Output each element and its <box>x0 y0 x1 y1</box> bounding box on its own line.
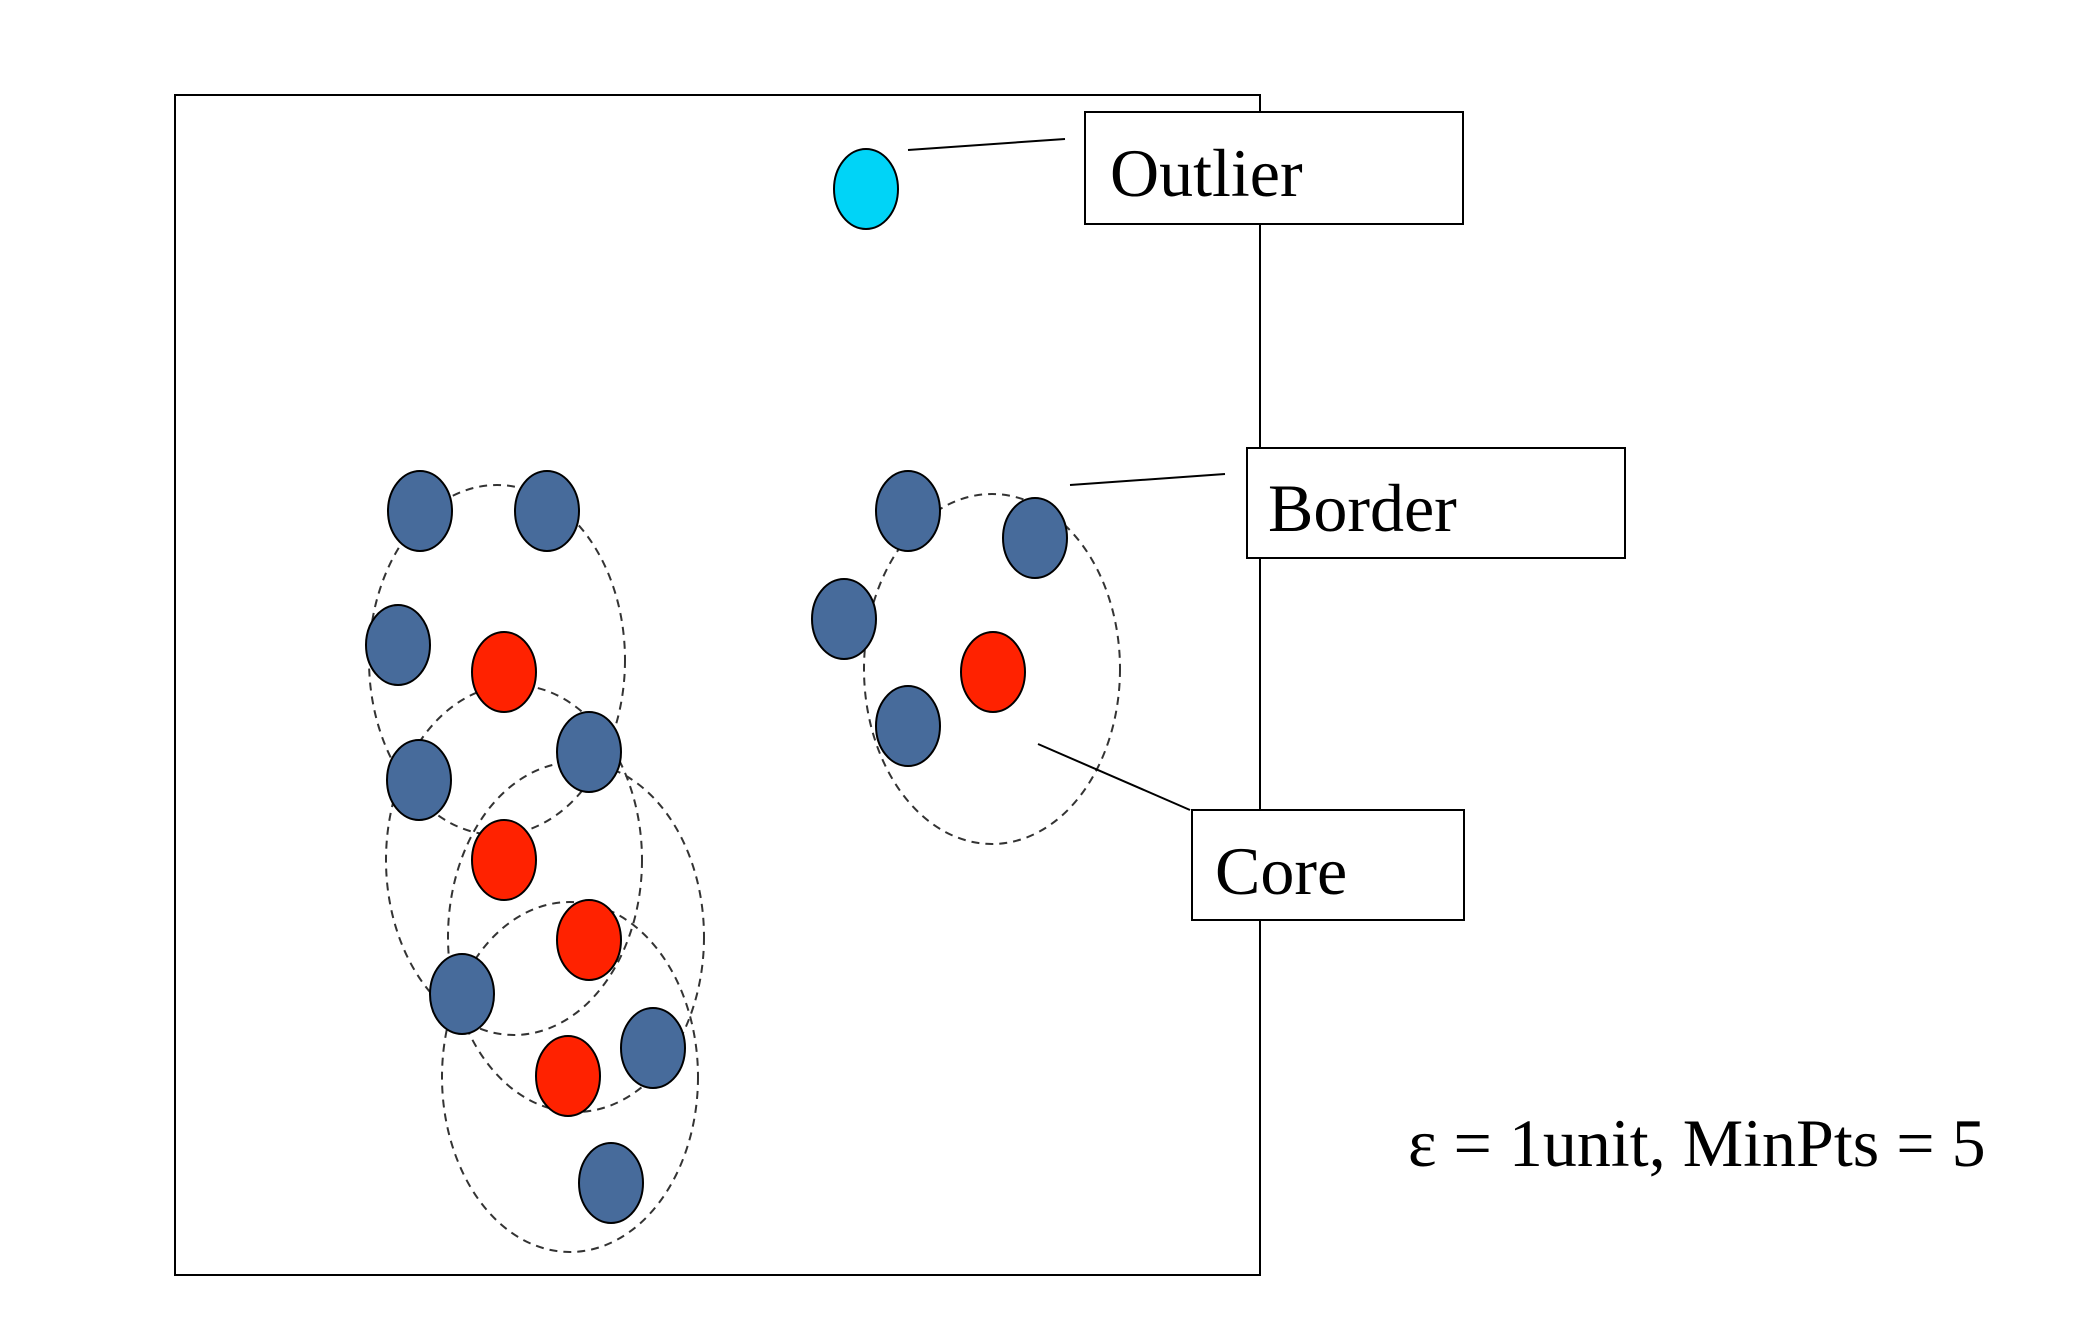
core-label-frame <box>1191 809 1465 921</box>
border-point <box>365 604 431 686</box>
border-label-box: Border <box>1246 447 1626 559</box>
border-label: Border <box>1268 470 1457 546</box>
border-leader-line <box>1069 473 1226 486</box>
plot-frame <box>174 94 1261 1276</box>
border-points <box>365 470 1068 1224</box>
parameters-text: ε = 1unit, MinPts = 5 <box>1408 1105 1986 1181</box>
core-point <box>960 631 1026 713</box>
core-leader-line <box>1037 743 1191 811</box>
border-point <box>875 685 941 767</box>
core-point <box>471 631 537 713</box>
border-label-frame <box>1246 447 1626 559</box>
neighborhood-circle <box>863 493 1121 845</box>
neighborhood-circle <box>441 901 699 1253</box>
border-point <box>620 1007 686 1089</box>
border-point <box>875 470 941 552</box>
border-point <box>556 711 622 793</box>
core-point <box>471 819 537 901</box>
core-label-box: Core <box>1191 809 1465 921</box>
border-point <box>578 1142 644 1224</box>
border-point <box>429 953 495 1035</box>
core-point <box>556 899 622 981</box>
outlier-point <box>833 148 899 230</box>
outlier-label-frame <box>1084 111 1464 225</box>
border-point <box>387 470 453 552</box>
border-point <box>811 578 877 660</box>
core-points <box>471 631 1026 1117</box>
outlier-label: Outlier <box>1110 135 1303 211</box>
outlier-leader-line <box>907 138 1066 151</box>
core-label: Core <box>1215 833 1347 909</box>
core-point <box>535 1035 601 1117</box>
border-point <box>1002 497 1068 579</box>
border-point <box>514 470 580 552</box>
leader-lines <box>907 138 1226 811</box>
border-point <box>386 739 452 821</box>
outlier-label-box: Outlier <box>1084 111 1464 225</box>
